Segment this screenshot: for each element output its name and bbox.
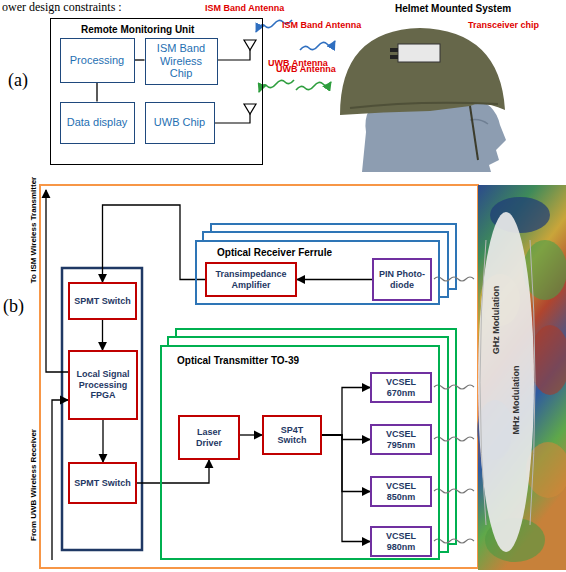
helmet-illustration [340, 28, 506, 172]
brain-illustration [477, 185, 566, 570]
connector [102, 320, 103, 350]
module-heading: Optical Receiver Ferrule [217, 247, 332, 259]
unit-housing: Remote Monitoring UnitProcessing ISM Band… [50, 18, 263, 165]
light-wave [434, 277, 474, 543]
modulation-label: GHz Modulation [491, 286, 501, 355]
connector [322, 435, 370, 542]
fpga-box: Local Signal Processing FPGA [68, 350, 138, 420]
connector [135, 59, 145, 60]
system-title: Helmet Mounted System [395, 3, 511, 15]
connector [322, 388, 370, 436]
display-box: Data display [60, 102, 135, 144]
switch-box: SPMT Switch [68, 462, 137, 504]
box-label: VCSEL 795nm [375, 429, 427, 450]
box-label: VCSEL 850nm [375, 481, 427, 502]
board-outline [40, 185, 478, 568]
transmitter-module: Optical Transmitter TO-39Laser Driver SP4… [160, 345, 440, 560]
laser-box: VCSEL 795nm [370, 424, 432, 455]
antenna-label: UWB Antenna [276, 64, 336, 74]
connector [297, 279, 372, 280]
connector [102, 420, 103, 462]
box-label: Local Signal Processing FPGA [73, 369, 133, 400]
switch-box: SPMT Switch [68, 282, 137, 320]
signal-arrow [52, 400, 68, 560]
module-heading: Remote Monitoring Unit [81, 24, 194, 36]
process-box: Processing [60, 38, 135, 83]
stack-fill [160, 345, 440, 560]
box-label: PIN Photo-diode [377, 269, 427, 290]
module-heading: Optical Transmitter TO-39 [177, 355, 299, 367]
chip-label: Transceiver chip [468, 20, 539, 30]
panel-label: (a) [8, 70, 28, 91]
laser-box: VCSEL 670nm [370, 372, 432, 403]
text-fragment: ower design constraints : [2, 1, 122, 15]
wireless-wave [259, 80, 294, 92]
laser-box: VCSEL 850nm [370, 476, 432, 507]
connector [322, 435, 370, 492]
box-label: SPMT Switch [74, 478, 131, 488]
box-label: SPMT Switch [74, 296, 131, 306]
signal-label: To ISM Wireless Transmitter [29, 177, 38, 283]
driver-box: Laser Driver [178, 415, 240, 460]
antenna-symbol [215, 40, 256, 123]
wireless-wave [296, 82, 331, 90]
chip-box: ISM Band Wireless Chip [145, 38, 218, 85]
box-label: Data display [67, 116, 128, 129]
box-label: ISM Band Wireless Chip [149, 42, 214, 80]
box-label: SP4T Switch [267, 425, 317, 446]
amplifier-box: Transimpedance Amplifier [205, 262, 297, 297]
signal-label: From UWB Wireless Receiver [29, 429, 38, 541]
panel-label: (b) [3, 296, 24, 317]
switch-box: SP4T Switch [262, 415, 322, 455]
fpga-group-outline [62, 268, 142, 550]
connector [322, 435, 370, 440]
box-label: Laser Driver [183, 427, 235, 448]
connector [240, 434, 262, 435]
box-label: VCSEL 670nm [375, 377, 427, 398]
antenna-label: ISM Band Antenna [282, 20, 361, 30]
wireless-wave [300, 41, 335, 50]
modulation-label: MHz Modulation [511, 366, 521, 435]
receiver-module: Optical Receiver FerruleTransimpedance A… [195, 240, 440, 305]
box-label: VCSEL 980nm [375, 531, 427, 552]
chip-box: UWB Chip [145, 102, 215, 144]
laser-box: VCSEL 980nm [370, 526, 432, 557]
connector [103, 205, 206, 282]
box-label: Processing [70, 54, 124, 67]
connector [137, 460, 209, 483]
box-label: UWB Chip [154, 116, 205, 129]
connector [96, 83, 97, 102]
antenna-label: ISM Band Antenna [205, 3, 284, 13]
signal-arrow [46, 190, 68, 372]
photodiode-box: PIN Photo-diode [372, 258, 432, 301]
stack-fill [195, 240, 440, 305]
box-label: Transimpedance Amplifier [210, 269, 292, 290]
